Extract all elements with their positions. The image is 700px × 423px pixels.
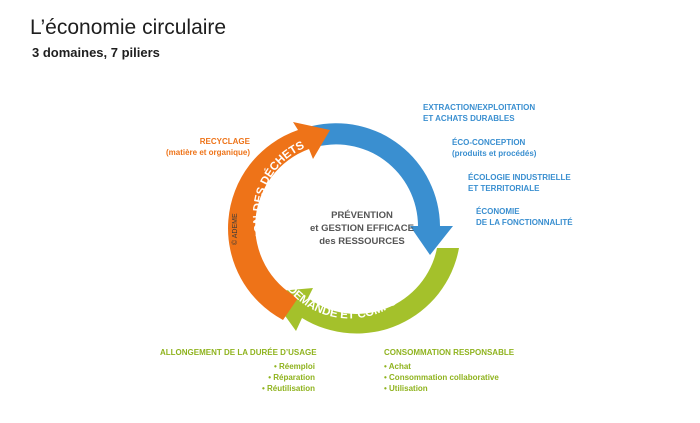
pillar-ecologie-line-2: ET TERRITORIALE: [468, 184, 540, 193]
offre-arc-subtitle: des ACTEURS ÉCONOMIQUES: [0, 0, 398, 232]
pillar-consommation: CONSOMMATION RESPONSABLE • Achat • Conso…: [384, 347, 514, 394]
pillar-extraction-line-1: EXTRACTION/EXPLOITATION: [423, 103, 536, 112]
pillar-ecologie-line-1: ÉCOLOGIE INDUSTRIELLE: [468, 173, 571, 182]
pillar-allongement-item: • Réparation: [268, 373, 315, 382]
pillar-recyclage-line-2: (matière et organique): [165, 148, 250, 157]
pillar-consommation-item: • Achat: [384, 362, 411, 371]
page-subtitle: 3 domaines, 7 piliers: [32, 45, 160, 60]
page-title: L’économie circulaire: [30, 16, 227, 39]
demande-arc: [268, 248, 459, 334]
pillar-allongement-title: ALLONGEMENT DE LA DURÉE D’USAGE: [160, 348, 317, 357]
pillar-recyclage: RECYCLAGE (matière et organique): [150, 136, 250, 158]
pillar-recyclage-line-1: RECYCLAGE: [199, 137, 250, 146]
pillar-allongement-item: • Réutilisation: [261, 384, 315, 393]
pillar-consommation-item: • Utilisation: [384, 384, 428, 393]
pillar-allongement: ALLONGEMENT DE LA DURÉE D’USAGE • Réempl…: [160, 347, 317, 394]
pillar-consommation-item: • Consommation collaborative: [384, 373, 499, 382]
center-line-1: PRÉVENTION: [331, 210, 393, 221]
pillar-ecologie: ÉCOLOGIE INDUSTRIELLE ET TERRITORIALE: [468, 172, 571, 194]
pillar-ecoconception-line-2: (produits et procédés): [452, 149, 537, 158]
pillar-consommation-title: CONSOMMATION RESPONSABLE: [384, 348, 515, 357]
center-line-2: et GESTION EFFICACE: [310, 223, 414, 234]
pillar-fonctionnalite: ÉCONOMIE DE LA FONCTIONNALITÉ: [476, 206, 573, 228]
pillar-fonctionnalite-line-1: ÉCONOMIE: [476, 207, 520, 216]
pillar-extraction-line-2: ET ACHATS DURABLES: [423, 114, 515, 123]
pillar-ecoconception: ÉCO-CONCEPTION (produits et procédés): [452, 137, 536, 159]
pillar-extraction: EXTRACTION/EXPLOITATION ET ACHATS DURABL…: [423, 102, 535, 124]
dechets-arc: [228, 122, 330, 320]
pillar-allongement-item: • Réemploi: [273, 362, 315, 371]
pillar-fonctionnalite-line-2: DE LA FONCTIONNALITÉ: [476, 218, 573, 227]
pillar-ecoconception-line-1: ÉCO-CONCEPTION: [452, 138, 526, 147]
ademe-credit: © ADEME: [232, 213, 239, 245]
center-line-3: des RESSOURCES: [319, 236, 405, 247]
